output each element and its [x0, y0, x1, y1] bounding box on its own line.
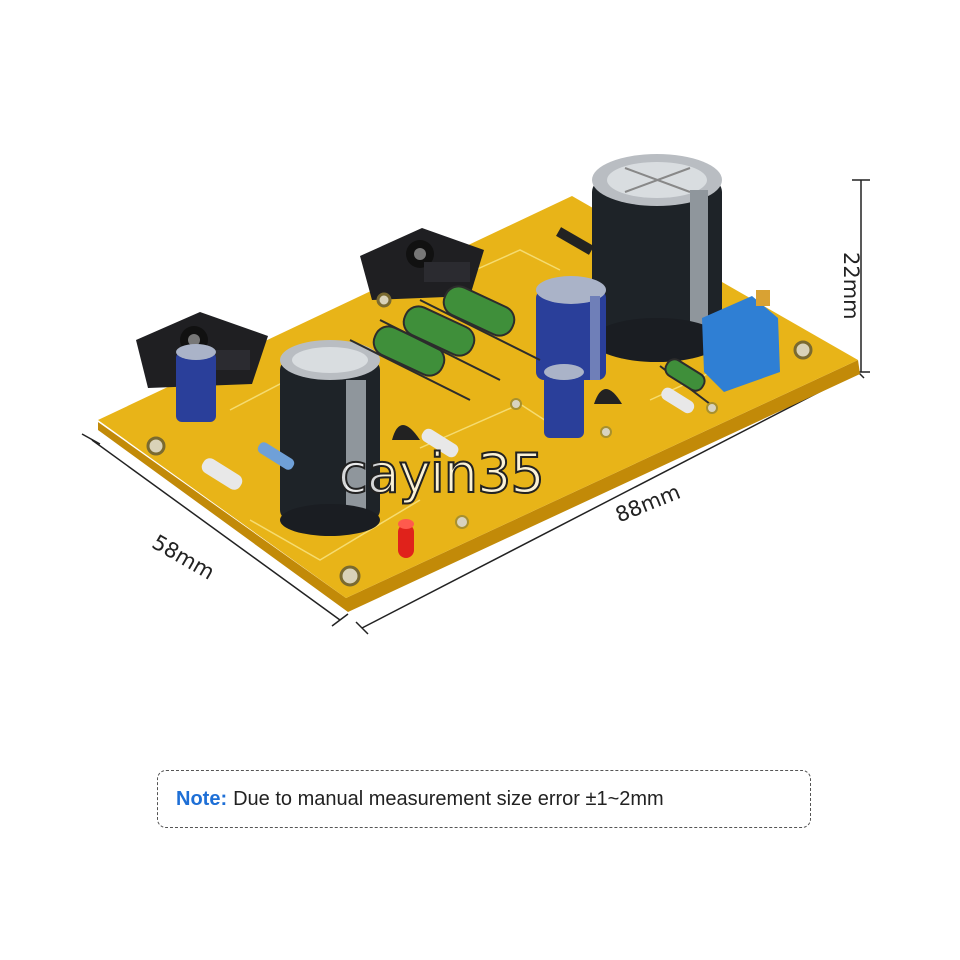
power-resistors: [349, 285, 711, 405]
note-text: Due to manual measurement size error ±1~…: [233, 787, 664, 810]
diode: [556, 227, 594, 255]
watermark: cayin35: [337, 441, 546, 506]
small-resistors: [201, 387, 695, 490]
large-capacitor-front: [280, 340, 380, 536]
small-transistors: [392, 389, 622, 440]
note-prefix: Note:: [176, 787, 228, 810]
mounting-holes: [146, 292, 813, 587]
height-dimension-label: 22mm: [839, 252, 863, 320]
large-capacitor-back: [592, 154, 722, 362]
solder-pads: [455, 398, 718, 529]
blue-capacitor-small-1: [544, 364, 584, 438]
amplifier-board-photo: [81, 154, 870, 635]
note-box: Note: Due to manual measurement size err…: [157, 770, 811, 828]
blue-capacitor-small-2: [176, 344, 216, 422]
red-led: [398, 519, 414, 558]
power-transistor-right: [360, 228, 484, 300]
trimmer-potentiometer: [702, 290, 780, 392]
blue-capacitor-large: [536, 276, 606, 380]
